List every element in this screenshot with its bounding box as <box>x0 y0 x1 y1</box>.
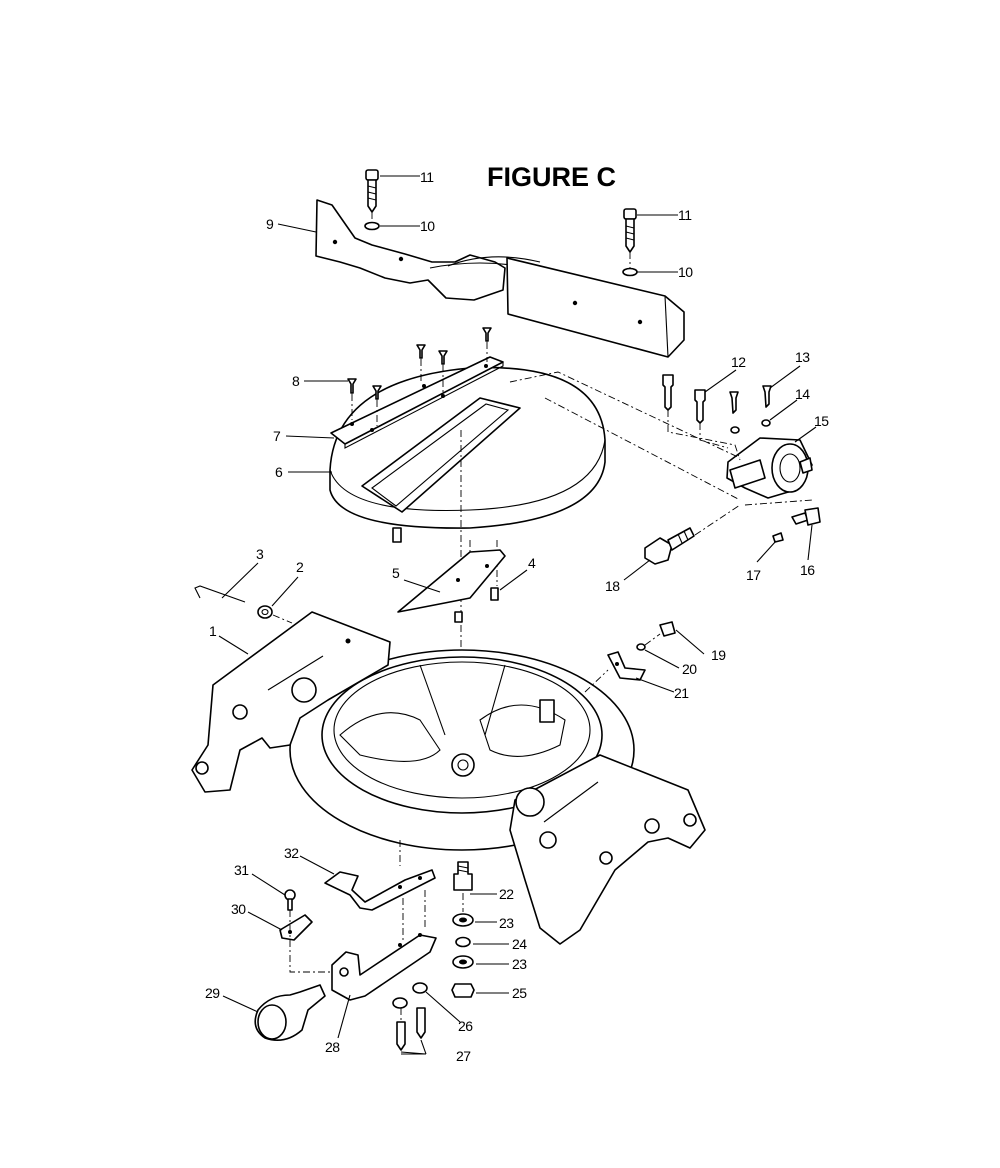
figure-title: FIGURE C <box>487 162 616 192</box>
lock-clip <box>279 889 313 941</box>
callout-22: 22 <box>499 886 514 902</box>
turntable <box>329 366 606 543</box>
callout-14: 14 <box>795 386 810 402</box>
callout-27: 27 <box>456 1048 471 1064</box>
pointer-plate <box>397 549 506 623</box>
callout-2: 2 <box>296 559 304 575</box>
fence-assembly <box>315 199 685 358</box>
callout-12: 12 <box>731 354 746 370</box>
lock-housing <box>331 933 437 1001</box>
callout-1: 1 <box>209 623 217 639</box>
knob-screws <box>392 982 428 1051</box>
callout-labels: 1 2 3 4 5 6 7 8 9 10 10 11 11 12 13 14 1… <box>205 169 830 1064</box>
callout-21: 21 <box>674 685 689 701</box>
bevel-lock-bolt <box>644 527 695 565</box>
callout-10-right: 10 <box>678 264 693 280</box>
callout-15: 15 <box>814 413 829 429</box>
callout-23-lower: 23 <box>512 956 527 972</box>
saw-base <box>191 611 706 945</box>
stop-bracket <box>584 621 676 693</box>
table-insert <box>330 356 504 449</box>
lock-knob <box>254 984 326 1041</box>
callout-3: 3 <box>256 546 264 562</box>
callout-5: 5 <box>392 565 400 581</box>
callout-32: 32 <box>284 845 299 861</box>
callout-23-upper: 23 <box>499 915 514 931</box>
callout-26: 26 <box>458 1018 473 1034</box>
callout-11-left: 11 <box>420 169 434 185</box>
callout-17: 17 <box>746 567 761 583</box>
callout-31: 31 <box>234 862 249 878</box>
pivot-bolt-stack <box>451 861 475 998</box>
callout-28: 28 <box>325 1039 340 1055</box>
callout-10-left: 10 <box>420 218 435 234</box>
callout-20: 20 <box>682 661 697 677</box>
callout-18: 18 <box>605 578 620 594</box>
bracket-small-parts <box>772 507 821 543</box>
callout-24: 24 <box>512 936 527 952</box>
set-screw <box>257 605 293 624</box>
callout-13: 13 <box>795 349 810 365</box>
leader-lines <box>218 175 817 1055</box>
fence-screw-right <box>622 208 638 277</box>
lock-plate <box>324 869 436 911</box>
bracket-screws <box>662 374 772 461</box>
callout-8: 8 <box>292 373 300 389</box>
fence-screw-left <box>364 169 380 231</box>
callout-25: 25 <box>512 985 527 1001</box>
callout-29: 29 <box>205 985 220 1001</box>
bevel-bracket <box>726 437 813 499</box>
callout-16: 16 <box>800 562 815 578</box>
callout-6: 6 <box>275 464 283 480</box>
insert-screws <box>347 327 492 426</box>
callout-11-right: 11 <box>678 207 692 223</box>
callout-7: 7 <box>273 428 281 444</box>
callout-19: 19 <box>711 647 726 663</box>
callout-9: 9 <box>266 216 274 232</box>
callout-4: 4 <box>528 555 536 571</box>
callout-30: 30 <box>231 901 246 917</box>
hex-key <box>194 585 246 603</box>
